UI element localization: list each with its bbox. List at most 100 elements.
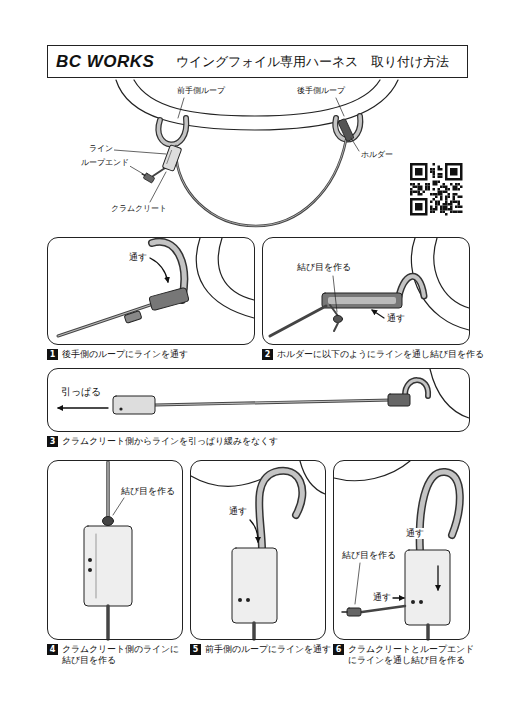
qr-code <box>445 213 448 216</box>
panel-frame <box>262 237 470 345</box>
harness-line <box>106 462 110 516</box>
qr-code <box>445 206 448 209</box>
harness-line <box>426 625 430 639</box>
step-number: 5 <box>190 644 201 655</box>
qr-code <box>455 206 458 209</box>
qr-code <box>410 163 463 216</box>
qr-code <box>435 196 438 199</box>
step-panel: 3クラムクリート側からラインを引っぱり緩みをなくす <box>47 368 470 450</box>
step5-figure <box>191 461 325 639</box>
qr-code <box>415 191 418 194</box>
panel-frame <box>190 460 326 640</box>
qr-code <box>428 188 431 191</box>
qr-code <box>440 196 443 199</box>
qr-code <box>433 171 436 174</box>
clam-cleat <box>88 558 92 562</box>
qr-code <box>445 186 448 189</box>
holder <box>338 118 355 141</box>
loop-end <box>347 608 361 616</box>
qr-code <box>440 191 443 194</box>
front-loop <box>158 118 186 145</box>
qr-code <box>455 183 458 186</box>
qr-code <box>450 183 453 186</box>
qr-code <box>438 188 441 191</box>
step-panel: 2ホルダーに以下のようにラインを通し結び目を作る <box>262 237 470 363</box>
qr-code <box>410 198 428 216</box>
qr-code <box>430 211 433 214</box>
holder <box>328 297 396 304</box>
qr-code <box>433 163 436 166</box>
qr-code <box>443 211 446 214</box>
qr-code <box>455 211 458 214</box>
qr-code <box>445 196 448 199</box>
qr-code <box>438 181 441 184</box>
qr-code <box>450 211 453 214</box>
arrow <box>393 597 404 598</box>
qr-code <box>455 186 458 189</box>
qr-code <box>413 201 426 214</box>
qr-code <box>438 201 441 204</box>
qr-code <box>435 193 438 196</box>
instruction-label: 通す <box>128 252 148 263</box>
step-text: クラムクリート側からラインを引っぱり緩みをなくす <box>62 436 474 447</box>
harness-line <box>155 400 392 405</box>
qr-code <box>430 206 433 209</box>
wing-strut <box>434 238 469 308</box>
instruction-label: 引っぱる <box>60 386 102 397</box>
instruction-label: 結び目を作る <box>296 262 352 273</box>
wing-strut <box>191 476 268 487</box>
qr-code <box>445 191 448 194</box>
qr-code <box>428 186 431 189</box>
step-caption: 3クラムクリート側からラインを引っぱり緩みをなくす <box>47 436 474 447</box>
qr-code <box>445 203 448 206</box>
step6-figure <box>334 461 460 639</box>
holder <box>338 118 355 141</box>
qr-code <box>440 173 443 176</box>
qr-code <box>458 183 461 186</box>
qr-code <box>448 203 451 206</box>
wing-strut <box>134 80 380 116</box>
arrow <box>250 520 258 542</box>
harness-line <box>106 606 110 639</box>
front-loop <box>420 472 460 552</box>
title-text: ウイングフォイル専用ハーネス 取り付け方法 <box>176 53 449 71</box>
step-caption: 6クラムクリートとループエンド にラインを通し結び目を作る <box>333 644 470 665</box>
qr-code <box>445 201 448 204</box>
qr-code <box>430 171 433 174</box>
loop-end <box>342 611 347 613</box>
qr-code <box>443 183 446 186</box>
qr-code <box>448 166 461 179</box>
front-loop <box>259 471 302 550</box>
qr-code <box>435 181 438 184</box>
qr-code <box>430 208 433 211</box>
arrow <box>437 566 438 590</box>
leader-line <box>355 563 360 604</box>
clam-cleat <box>162 145 181 172</box>
loop-end <box>143 173 155 183</box>
qr-code <box>435 201 438 204</box>
loop-end <box>141 171 155 183</box>
clam-cleat <box>167 150 172 163</box>
qr-code <box>413 186 416 189</box>
line-end <box>124 311 142 324</box>
step-panel: 5前手側のループにラインを通す <box>190 460 326 657</box>
part-label: 後手側ループ <box>296 86 346 95</box>
part-label: 前手側ループ <box>176 86 226 95</box>
clam-cleat <box>246 598 250 602</box>
leader-line <box>150 172 166 202</box>
part-label: ライン <box>88 144 114 153</box>
qr-code <box>410 193 413 196</box>
step-number: 4 <box>47 644 58 655</box>
qr-code <box>458 211 461 214</box>
header-box: BC WORKSウイングフォイル専用ハーネス 取り付け方法 <box>47 45 468 78</box>
step-caption: 4クラムクリート側のラインに 結び目を作る <box>47 644 183 665</box>
part-label: ループエンド <box>80 158 130 167</box>
qr-code <box>433 211 436 214</box>
qr-code <box>425 183 428 186</box>
qr-code <box>458 196 461 199</box>
qr-code <box>413 183 416 186</box>
qr-code <box>438 203 441 206</box>
qr-code <box>453 188 456 191</box>
qr-code <box>430 201 433 204</box>
